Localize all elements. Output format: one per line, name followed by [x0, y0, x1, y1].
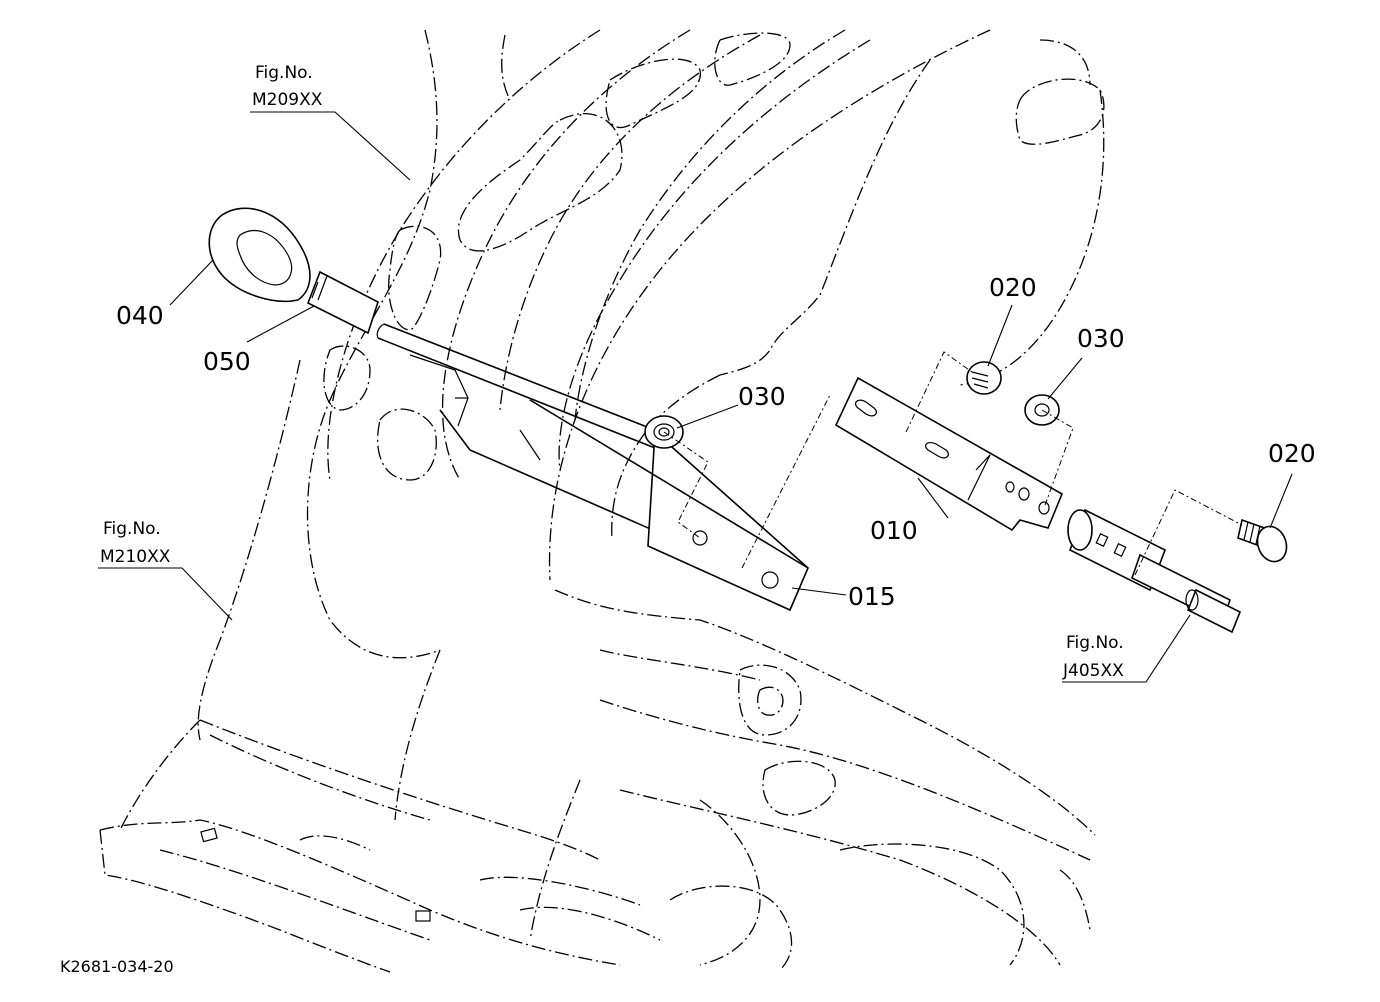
label-part-020-a: 020	[989, 273, 1037, 302]
label-part-030-b: 030	[1077, 324, 1125, 353]
sleeve-050	[306, 270, 379, 335]
figure-ref-title-3: Fig.No.	[1066, 633, 1124, 653]
drawing-code: K2681-034-20	[60, 957, 174, 976]
figure-ref-title-1: Fig.No.	[255, 63, 313, 83]
figure-ref-code-3: J405XX	[1062, 661, 1124, 681]
label-part-040: 040	[116, 301, 164, 330]
bolt-020-upper	[966, 361, 1002, 395]
figure-references: Fig.No. M209XX Fig.No. M210XX Fig.No. J4…	[100, 63, 1124, 681]
label-part-015: 015	[848, 582, 896, 611]
label-part-050: 050	[203, 347, 251, 376]
figure-ref-code-1: M209XX	[252, 90, 323, 110]
label-part-010: 010	[870, 516, 918, 545]
transmission-housing-outline	[99, 29, 1105, 973]
shift-shaft	[1067, 508, 1242, 634]
bracket-010	[834, 376, 1064, 532]
assembly-guides	[663, 351, 1243, 576]
part-labels: 040 050 030 015 010 020 030 020	[116, 273, 1316, 611]
knob-040	[208, 207, 311, 303]
leader-lines	[98, 111, 1293, 683]
figure-ref-title-2: Fig.No.	[103, 519, 161, 539]
pin-020-right	[1237, 518, 1288, 563]
label-part-030-a: 030	[738, 382, 786, 411]
label-part-020-b: 020	[1268, 439, 1316, 468]
figure-ref-code-2: M210XX	[100, 547, 171, 567]
lever-plate-015	[529, 399, 809, 612]
